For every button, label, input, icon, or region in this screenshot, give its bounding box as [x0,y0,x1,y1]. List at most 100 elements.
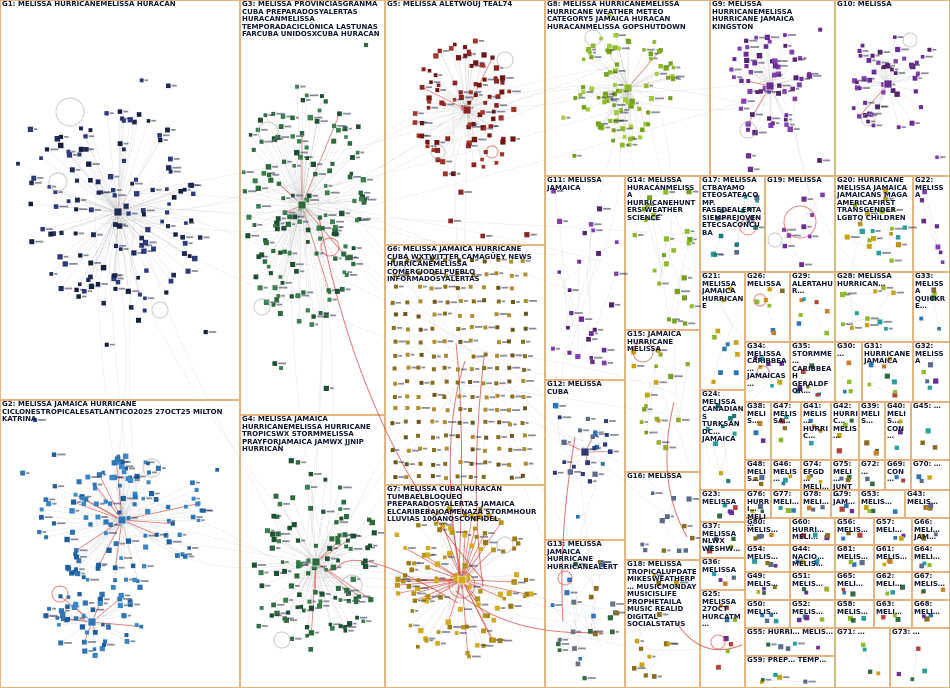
graph-node[interactable] [898,419,903,424]
graph-node[interactable] [65,604,70,609]
graph-node[interactable] [417,271,422,276]
graph-node[interactable] [455,380,460,385]
graph-node[interactable] [338,485,343,490]
graph-node[interactable] [165,187,169,191]
graph-node[interactable] [866,243,872,249]
graph-node[interactable] [591,613,596,619]
graph-node[interactable] [507,408,512,413]
graph-node[interactable] [40,226,45,232]
graph-node[interactable] [512,536,518,542]
graph-node[interactable] [807,505,812,511]
graph-node[interactable] [445,619,451,625]
graph-node[interactable] [166,83,171,89]
graph-node[interactable] [496,435,501,440]
graph-node[interactable] [256,204,261,209]
graph-node[interactable] [893,59,898,64]
graph-hub-node[interactable] [297,200,307,210]
graph-node[interactable] [464,624,469,629]
graph-node[interactable] [425,545,431,551]
graph-node[interactable] [203,330,208,335]
graph-node[interactable] [360,177,367,183]
graph-node[interactable] [391,258,396,263]
graph-node[interactable] [290,134,295,139]
graph-node[interactable] [493,65,500,71]
graph-node[interactable] [588,50,592,55]
graph-node[interactable] [350,576,356,582]
graph-node[interactable] [613,33,618,38]
graph-node[interactable] [825,587,830,592]
graph-node[interactable] [605,48,609,53]
graph-node[interactable] [412,120,418,125]
graph-node[interactable] [809,363,815,369]
graph-node[interactable] [783,33,787,37]
graph-node[interactable] [744,38,749,43]
graph-node[interactable] [766,361,771,367]
graph-node[interactable] [435,157,441,163]
graph-node[interactable] [452,98,457,102]
graph-node[interactable] [436,83,441,88]
graph-hub-node[interactable] [883,79,893,89]
graph-node[interactable] [95,282,101,287]
graph-node[interactable] [499,89,505,95]
graph-node[interactable] [881,90,886,95]
graph-node[interactable] [480,110,485,115]
graph-node[interactable] [804,615,810,621]
graph-node[interactable] [604,433,609,437]
graph-node[interactable] [777,674,783,680]
graph-node[interactable] [125,538,132,544]
graph-node[interactable] [395,576,401,582]
graph-node[interactable] [454,573,459,578]
graph-node[interactable] [132,119,137,125]
graph-node[interactable] [645,202,650,208]
graph-node[interactable] [426,95,432,101]
graph-node[interactable] [523,354,527,359]
graph-node[interactable] [91,232,96,238]
graph-node[interactable] [586,336,591,342]
graph-node[interactable] [761,678,765,682]
graph-node[interactable] [809,440,814,446]
graph-node[interactable] [121,158,127,163]
graph-node[interactable] [771,330,777,336]
graph-node[interactable] [589,55,594,60]
graph-node[interactable] [652,573,657,578]
graph-node[interactable] [779,361,784,366]
graph-node[interactable] [306,193,312,199]
graph-node[interactable] [483,407,488,412]
graph-node[interactable] [290,495,296,501]
graph-node[interactable] [143,533,148,538]
graph-node[interactable] [625,100,630,105]
graph-node[interactable] [778,644,784,650]
graph-node[interactable] [921,218,927,224]
graph-node[interactable] [577,259,582,264]
graph-node[interactable] [937,326,941,331]
graph-node[interactable] [909,120,915,126]
graph-node[interactable] [732,431,737,436]
graph-node[interactable] [334,520,339,525]
graph-node[interactable] [726,479,731,484]
graph-node[interactable] [447,526,453,531]
graph-node[interactable] [458,460,463,465]
graph-node[interactable] [508,422,512,427]
graph-node[interactable] [425,144,430,149]
graph-node[interactable] [628,124,634,129]
graph-node[interactable] [792,96,798,102]
graph-node[interactable] [291,522,297,528]
graph-node[interactable] [801,533,806,538]
graph-node[interactable] [101,622,105,627]
graph-node[interactable] [922,561,927,566]
graph-node[interactable] [118,247,123,251]
graph-node[interactable] [745,153,752,159]
graph-node[interactable] [64,536,70,543]
graph-node[interactable] [582,676,587,681]
graph-node[interactable] [811,424,816,429]
graph-node[interactable] [117,510,122,515]
graph-node[interactable] [107,501,113,506]
graph-node[interactable] [325,556,330,562]
graph-node[interactable] [185,268,191,274]
graph-node[interactable] [251,562,257,568]
graph-node[interactable] [509,433,514,438]
graph-node[interactable] [79,126,83,131]
graph-node[interactable] [320,94,324,98]
graph-node[interactable] [771,72,777,78]
graph-node[interactable] [791,508,796,513]
